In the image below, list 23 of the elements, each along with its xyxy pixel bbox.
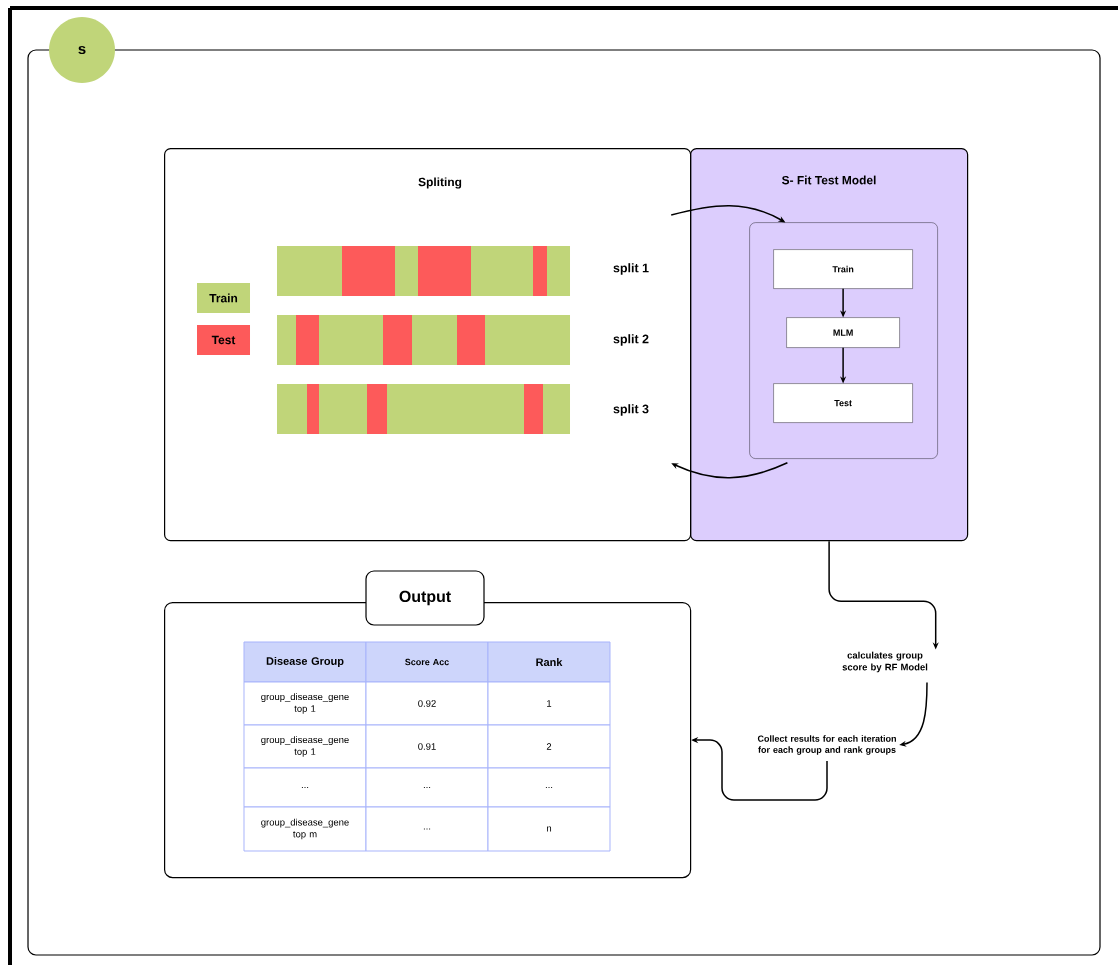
table-cell: 1: [487, 681, 611, 726]
table-cell: 0.92: [365, 681, 489, 726]
table-cell: n: [487, 806, 611, 852]
table-header-cell: Score Acc: [365, 641, 489, 683]
split-label: split 2: [613, 334, 649, 346]
table-cell: group_disease_gene top 1: [243, 681, 367, 726]
split-label: split 1: [613, 263, 649, 275]
table-cell: ...: [365, 767, 489, 808]
table-cell: ...: [365, 806, 489, 852]
step-text: Collect results for each iteration for each group and rank groups: [757, 735, 896, 755]
process-box: Train: [773, 249, 913, 289]
step-text: calculates group score by RF Model: [842, 651, 928, 673]
table-cell: 0.91: [365, 724, 489, 769]
process-box: MLM: [786, 317, 900, 348]
table-cell: ...: [487, 767, 611, 808]
table-cell: 2: [487, 724, 611, 769]
table-cell: ...: [243, 767, 367, 808]
process-box: Test: [773, 383, 913, 423]
table-cell: group_disease_gene top m: [243, 806, 367, 852]
table-header-cell: Disease Group: [243, 641, 367, 683]
table-cell: group_disease_gene top 1: [243, 724, 367, 769]
split-label: split 3: [613, 404, 649, 416]
table-header-cell: Rank: [487, 641, 611, 683]
